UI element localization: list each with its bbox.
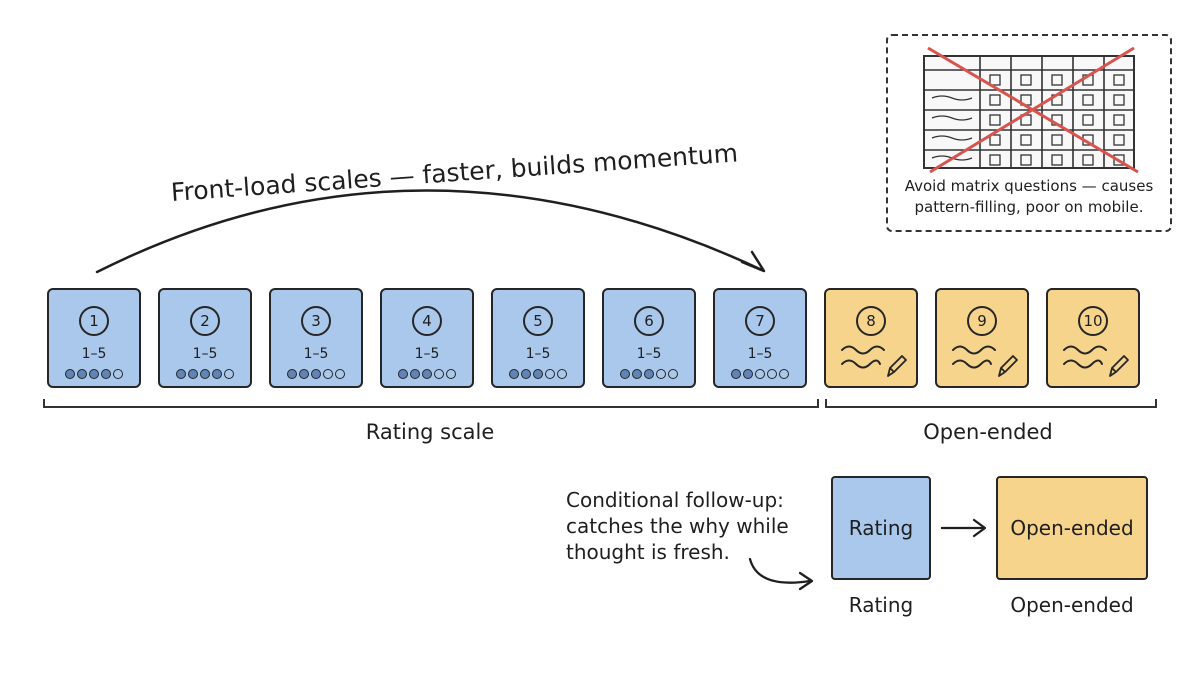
rating-dot	[323, 369, 333, 379]
rating-question-card: 1 1–5	[47, 288, 141, 388]
question-number: 3	[301, 306, 331, 336]
rating-dot	[632, 369, 642, 379]
rating-dot	[521, 369, 531, 379]
rating-dot	[446, 369, 456, 379]
rating-dot	[644, 369, 654, 379]
rating-dot	[620, 369, 630, 379]
followup-open-box: Open-ended	[996, 476, 1148, 580]
question-number: 6	[634, 306, 664, 336]
matrix-grid-icon	[923, 46, 1139, 174]
matrix-note-line2: pattern-filling, poor on mobile.	[914, 198, 1144, 216]
rating-question-card: 5 1–5	[491, 288, 585, 388]
rating-dots	[271, 369, 361, 379]
question-number: 10	[1078, 306, 1108, 336]
rating-dots	[715, 369, 805, 379]
question-number: 8	[856, 306, 886, 336]
group-brackets	[43, 399, 1157, 408]
rating-dot	[287, 369, 297, 379]
question-number: 1	[79, 306, 109, 336]
scale-label: 1–5	[81, 346, 107, 362]
rating-dot	[113, 369, 123, 379]
rating-dot	[557, 369, 567, 379]
rating-dot	[422, 369, 432, 379]
followup-curve-arrow	[748, 557, 814, 591]
rating-dots	[49, 369, 139, 379]
rating-dot	[89, 369, 99, 379]
rating-dot	[311, 369, 321, 379]
question-number: 9	[967, 306, 997, 336]
rating-dot	[545, 369, 555, 379]
open-ended-label: Open-ended	[923, 420, 1053, 444]
followup-note-line1: Conditional follow-up:	[566, 488, 784, 512]
rating-question-card: 4 1–5	[380, 288, 474, 388]
rating-dots	[604, 369, 694, 379]
scale-label: 1–5	[525, 346, 551, 362]
rating-dot	[410, 369, 420, 379]
rating-dot	[779, 369, 789, 379]
followup-note-line3: thought is fresh.	[566, 540, 730, 564]
followup-rating-box-label: Rating	[848, 516, 914, 540]
rating-dot	[731, 369, 741, 379]
followup-rating-caption: Rating	[848, 593, 914, 617]
scribble-pencil-icon	[1063, 345, 1129, 377]
open-question-card: 10	[1046, 288, 1140, 388]
open-question-card: 8	[824, 288, 918, 388]
question-number: 5	[523, 306, 553, 336]
followup-open-box-label: Open-ended	[1010, 516, 1134, 540]
scale-label: 1–5	[414, 346, 440, 362]
rating-dot	[299, 369, 309, 379]
followup-open-caption: Open-ended	[1010, 593, 1134, 617]
followup-rating-box: Rating	[831, 476, 931, 580]
scribble-pencil-icon	[952, 345, 1018, 377]
rating-dots	[382, 369, 472, 379]
rating-dot	[767, 369, 777, 379]
rating-scale-label: Rating scale	[365, 420, 495, 444]
rating-question-card: 6 1–5	[602, 288, 696, 388]
matrix-note-box: Avoid matrix questions — causes pattern-…	[886, 34, 1172, 232]
rating-dot	[668, 369, 678, 379]
rating-dots	[160, 369, 250, 379]
rating-dot	[509, 369, 519, 379]
rating-question-card: 3 1–5	[269, 288, 363, 388]
rating-dot	[101, 369, 111, 379]
rating-question-card: 2 1–5	[158, 288, 252, 388]
right-arrow-icon	[940, 518, 987, 538]
scribble-pencil-icon	[841, 345, 907, 377]
scale-label: 1–5	[303, 346, 329, 362]
rating-dot	[335, 369, 345, 379]
rating-dot	[434, 369, 444, 379]
rating-dot	[77, 369, 87, 379]
rating-dot	[176, 369, 186, 379]
rating-dot	[224, 369, 234, 379]
rating-dot	[533, 369, 543, 379]
rating-dot	[743, 369, 753, 379]
rating-dot	[656, 369, 666, 379]
question-number: 4	[412, 306, 442, 336]
question-number: 2	[190, 306, 220, 336]
rating-dot	[188, 369, 198, 379]
open-question-card: 9	[935, 288, 1029, 388]
rating-dot	[200, 369, 210, 379]
rating-dot	[398, 369, 408, 379]
scale-label: 1–5	[192, 346, 218, 362]
question-number: 7	[745, 306, 775, 336]
scale-label: 1–5	[747, 346, 773, 362]
rating-dot	[755, 369, 765, 379]
rating-dot	[212, 369, 222, 379]
rating-dots	[493, 369, 583, 379]
rating-dot	[65, 369, 75, 379]
scale-label: 1–5	[636, 346, 662, 362]
rating-question-card: 7 1–5	[713, 288, 807, 388]
matrix-note-line1: Avoid matrix questions — causes	[904, 177, 1154, 195]
followup-note-line2: catches the why while	[566, 514, 789, 538]
